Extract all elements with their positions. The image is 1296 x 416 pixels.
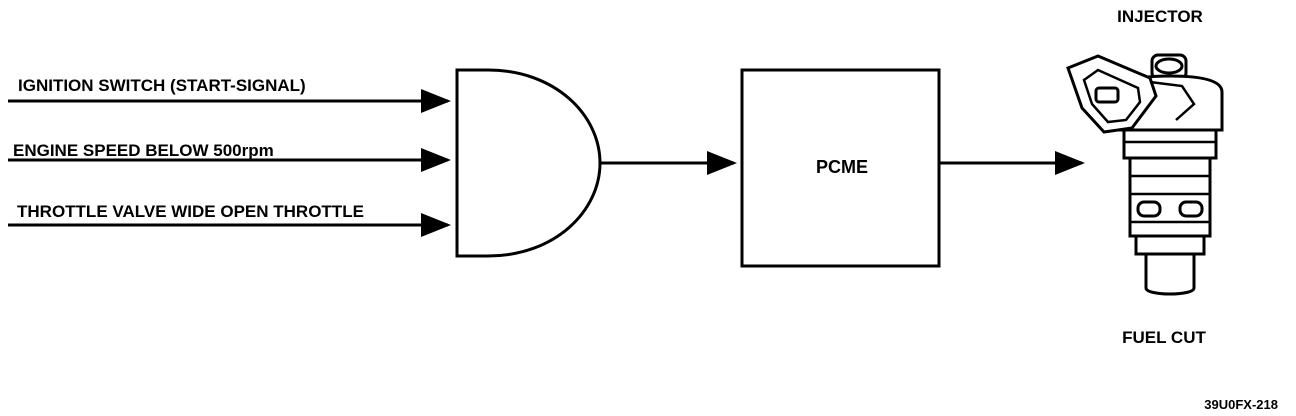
input-signal-engine-speed: ENGINE SPEED BELOW 500rpm <box>8 141 451 172</box>
injector-label: INJECTOR <box>1117 7 1203 26</box>
input-label-throttle: THROTTLE VALVE WIDE OPEN THROTTLE <box>17 202 364 221</box>
and-gate <box>455 68 602 258</box>
figure-code: 39U0FX-218 <box>1204 397 1278 412</box>
input-label-ignition: IGNITION SWITCH (START-SIGNAL) <box>18 76 306 95</box>
pcme-label: PCME <box>816 157 868 177</box>
fuel-cut-label: FUEL CUT <box>1122 328 1206 347</box>
injector-illustration <box>1066 53 1224 296</box>
pcme-box <box>740 68 941 268</box>
input-signal-ignition: IGNITION SWITCH (START-SIGNAL) <box>8 76 451 113</box>
input-label-engine-speed: ENGINE SPEED BELOW 500rpm <box>13 141 274 160</box>
input-signal-throttle: THROTTLE VALVE WIDE OPEN THROTTLE <box>8 202 451 237</box>
